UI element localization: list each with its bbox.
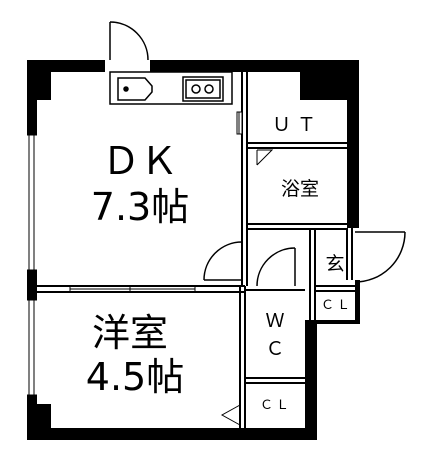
window-lines	[27, 134, 37, 396]
western-closet-label: ＣＬ	[259, 398, 292, 413]
western-room-size: 4.5帖	[85, 355, 185, 399]
entrance-label: 玄	[325, 253, 345, 275]
dk-room-name: ＤＫ	[101, 139, 178, 183]
dk-window	[27, 135, 37, 270]
wc-label-c: Ｃ	[265, 338, 285, 360]
closet-door	[220, 404, 241, 426]
western-room-name: 洋室	[91, 311, 168, 355]
top-door-opening	[105, 60, 150, 72]
interior-walls	[37, 72, 355, 428]
dk-ut-opening	[236, 111, 243, 135]
wc-label-w: Ｗ	[265, 310, 285, 332]
sliding-door	[69, 287, 196, 291]
ut-label: ＵＴ	[271, 114, 322, 136]
wc-door	[256, 247, 296, 287]
top-door	[109, 21, 149, 61]
kitchen-counter	[109, 71, 233, 105]
dk-room-size: 7.3帖	[90, 185, 190, 229]
bath-door	[256, 149, 274, 166]
bath-label: 浴室	[280, 178, 319, 200]
dk-door	[203, 241, 243, 281]
entrance-door	[354, 231, 406, 283]
western-window	[27, 300, 37, 395]
entrance-closet-label: ＣＬ	[320, 298, 353, 313]
